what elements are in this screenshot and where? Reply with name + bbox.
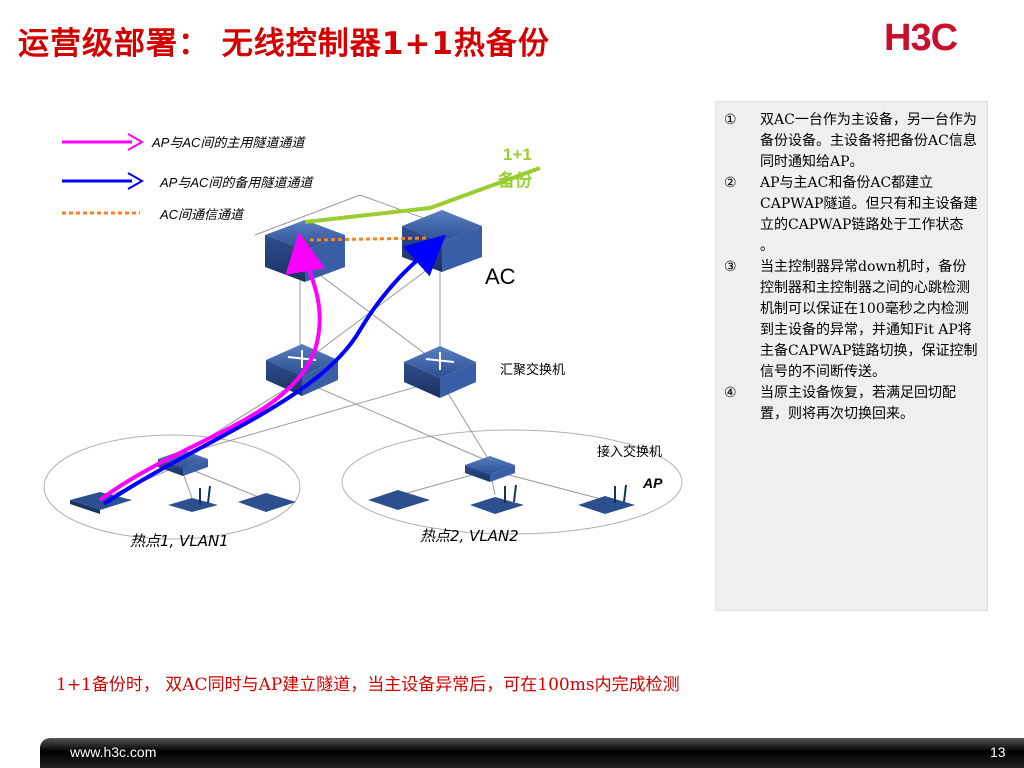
legend: AP与AC间的主用隧道通道 AP与AC间的备用隧道通道 AC间通信通道 xyxy=(62,133,314,222)
h3c-logo: H3C xyxy=(884,18,1004,58)
note-text: 当原主设备恢复，若满足回切配置，则将再次切换回来。 xyxy=(760,385,956,422)
note-number: ② xyxy=(724,175,737,191)
note-text: 双AC一台作为主设备，另一台作为备份设备。主设备将把备份AC信息同时通知给AP。 xyxy=(760,112,977,170)
page-title: 运营级部署： 无线控制器1+1热备份 xyxy=(18,26,550,62)
backup-link xyxy=(304,166,541,224)
hotspot1-area xyxy=(43,434,301,540)
aggregation-switch-label: 汇聚交换机 xyxy=(500,362,565,378)
hotspot2-area xyxy=(341,429,683,535)
note-number: ① xyxy=(724,112,737,128)
legend-label-ac-comm: AC间通信通道 xyxy=(159,207,245,222)
ap-label: AP xyxy=(642,475,663,491)
access-switch-label: 接入交换机 xyxy=(597,444,662,460)
legend-arrow-backup xyxy=(127,172,145,190)
note-item: ③ 当主控制器异常down机时，备份控制器和主控制器之间的心跳检测机制可以保证在1… xyxy=(724,257,979,383)
logo-text: H3C xyxy=(884,17,958,59)
ac-label: AC xyxy=(485,264,516,289)
backup-tunnel xyxy=(102,234,446,506)
aggregation-switch-2 xyxy=(404,346,476,398)
note-item: ④ 当原主设备恢复，若满足回切配置，则将再次切换回来。 xyxy=(724,383,979,425)
note-text: 当主控制器异常down机时，备份控制器和主控制器之间的心跳检测机制可以保证在10… xyxy=(760,259,978,380)
legend-arrow-primary xyxy=(127,133,145,151)
legend-label-primary: AP与AC间的主用隧道通道 xyxy=(151,135,306,150)
hotspot2-label: 热点2, VLAN2 xyxy=(420,527,519,545)
hotspot1-label: 热点1, VLAN1 xyxy=(130,532,229,550)
backup-label-top: 1+1 xyxy=(503,145,532,164)
ac-controller-primary xyxy=(265,220,345,282)
footer: www.h3c.com 13 xyxy=(0,738,1024,768)
note-number: ③ xyxy=(724,259,737,275)
primary-tunnel xyxy=(98,232,326,502)
footer-bar xyxy=(40,738,1024,768)
backup-label-bottom: 备份 xyxy=(497,170,533,191)
notes-list: ① 双AC一台作为主设备，另一台作为备份设备。主设备将把备份AC信息同时通知给AP… xyxy=(724,110,979,425)
note-item: ① 双AC一台作为主设备，另一台作为备份设备。主设备将把备份AC信息同时通知给AP… xyxy=(724,110,979,173)
page-number: 13 xyxy=(990,744,1006,760)
summary-text: 1+1备份时， 双AC同时与AP建立隧道，当主设备异常后，可在100ms内完成检… xyxy=(56,675,680,695)
note-text: AP与主AC和备份AC都建立CAPWAP隧道。但只有和主设备建立的CAPWAP链… xyxy=(760,175,978,254)
footer-url[interactable]: www.h3c.com xyxy=(70,744,157,760)
ac-comm-channel xyxy=(309,236,429,242)
access-switch-2 xyxy=(465,456,515,482)
note-item: ② AP与主AC和备份AC都建立CAPWAP隧道。但只有和主设备建立的CAPWAP… xyxy=(724,173,979,257)
access-switch-1 xyxy=(158,450,208,476)
notes-panel xyxy=(715,101,988,611)
note-number: ④ xyxy=(724,385,737,401)
legend-label-backup: AP与AC间的备用隧道通道 xyxy=(159,175,314,190)
